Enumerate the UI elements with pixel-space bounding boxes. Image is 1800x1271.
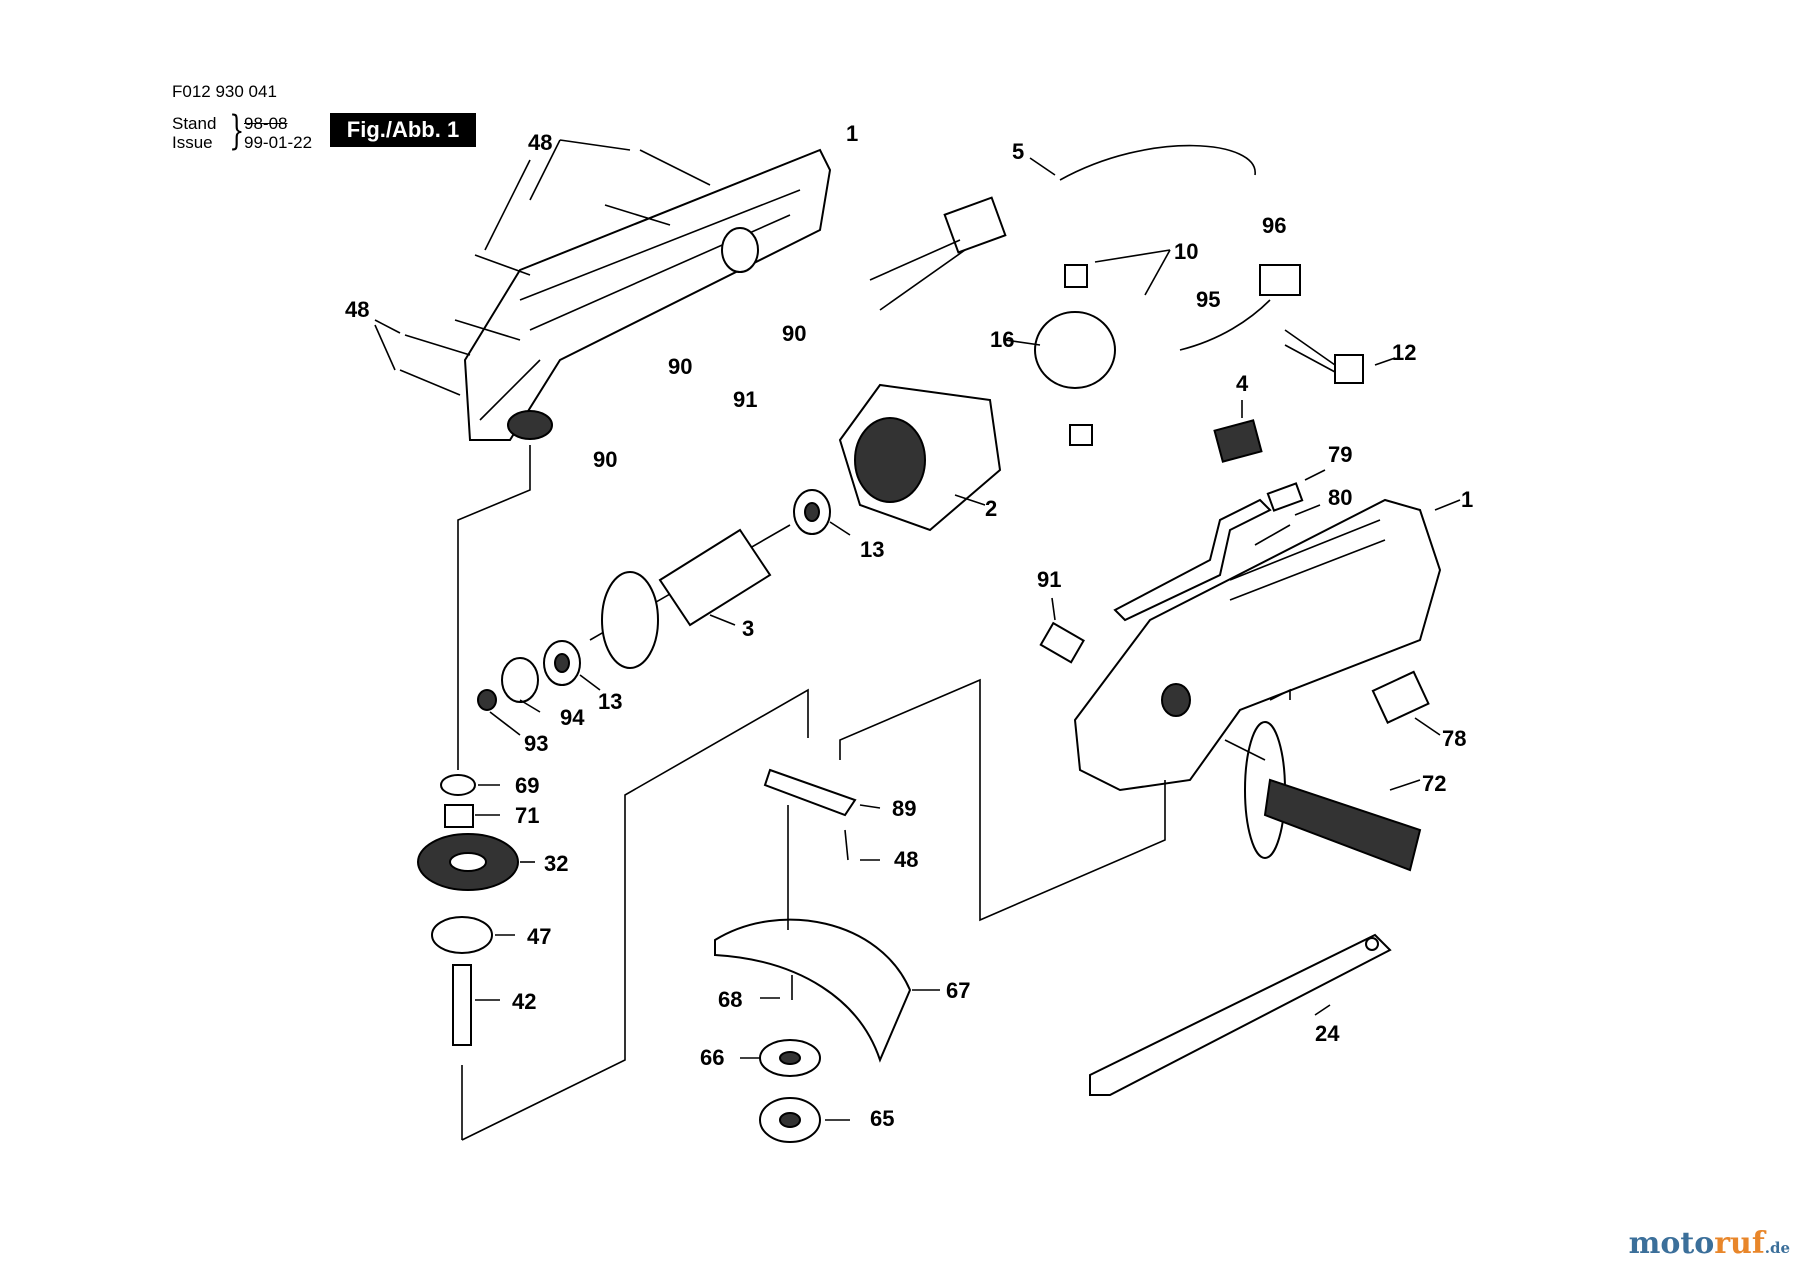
callout-72: 72 bbox=[1422, 771, 1447, 796]
callout-5-cord: 5 bbox=[1012, 139, 1025, 164]
callout-67: 67 bbox=[946, 978, 971, 1003]
watermark-logo: motoruf.de bbox=[1629, 1226, 1790, 1261]
callout-48-top: 48 bbox=[528, 130, 553, 155]
connector-drawing bbox=[1179, 264, 1396, 384]
side-handle-drawing bbox=[1224, 721, 1422, 872]
callout-94: 94 bbox=[560, 705, 585, 730]
issue-date: 99-01-22 bbox=[244, 133, 313, 152]
callout-65: 65 bbox=[870, 1106, 895, 1131]
watermark-suffix: .de bbox=[1764, 1239, 1790, 1257]
spanner-drawing bbox=[1089, 933, 1392, 1096]
armature-drawing bbox=[589, 524, 791, 669]
callout-71: 71 bbox=[515, 803, 540, 828]
assembly-lines bbox=[457, 445, 1291, 1141]
gear-stack-drawing bbox=[417, 774, 535, 1046]
callout-91-left: 91 bbox=[733, 387, 758, 412]
power-cord-drawing bbox=[869, 144, 1256, 311]
wheel-guard-drawing bbox=[714, 918, 940, 1063]
figure-number: F012 930 041 bbox=[172, 82, 277, 101]
callout-48-bottom: 48 bbox=[894, 847, 919, 872]
callout-3: 3 bbox=[742, 616, 755, 641]
callout-95: 95 bbox=[1196, 287, 1221, 312]
callout-90-lower: 90 bbox=[593, 447, 618, 472]
callout-24: 24 bbox=[1315, 1021, 1340, 1046]
bearings-drawing bbox=[543, 489, 851, 691]
stator-drawing bbox=[838, 383, 1002, 532]
callout-16: 16 bbox=[990, 327, 1015, 352]
knob-drawing bbox=[1039, 597, 1085, 664]
switch-drawing bbox=[1213, 400, 1263, 463]
flange-drawing bbox=[763, 768, 881, 861]
spindle-lock-button-drawing bbox=[1371, 670, 1441, 736]
housing-right-drawing bbox=[1073, 498, 1461, 792]
callout-91-right: 91 bbox=[1037, 567, 1062, 592]
lock-lever-drawing bbox=[1113, 469, 1326, 622]
callout-89: 89 bbox=[892, 796, 917, 821]
callout-68: 68 bbox=[718, 987, 743, 1012]
callout-90-upper: 90 bbox=[782, 321, 807, 346]
issue-label: Issue bbox=[172, 133, 213, 152]
flange-nuts-drawing bbox=[740, 975, 850, 1143]
callout-90-middle: 90 bbox=[668, 354, 693, 379]
callout-13-upper: 13 bbox=[860, 537, 885, 562]
callout-93: 93 bbox=[524, 731, 549, 756]
callout-48-left: 48 bbox=[345, 297, 370, 322]
callout-78: 78 bbox=[1442, 726, 1467, 751]
callout-10: 10 bbox=[1174, 239, 1199, 264]
watermark-main-a: moto bbox=[1628, 1226, 1715, 1261]
callout-32: 32 bbox=[544, 851, 569, 876]
callout-66: 66 bbox=[700, 1045, 725, 1070]
watermark-main-b: ruf bbox=[1714, 1226, 1765, 1261]
callout-1-right-housing: 1 bbox=[1461, 487, 1474, 512]
brush-holder-drawing bbox=[1004, 249, 1171, 446]
callout-79: 79 bbox=[1328, 442, 1353, 467]
figure-title: Fig./Abb. 1 bbox=[330, 113, 476, 147]
pinion-drawing bbox=[477, 657, 541, 736]
callout-4: 4 bbox=[1236, 371, 1249, 396]
callout-69: 69 bbox=[515, 773, 540, 798]
callout-13-lower: 13 bbox=[598, 689, 623, 714]
housing-left-drawing bbox=[463, 148, 832, 441]
callout-1-left-housing: 1 bbox=[846, 121, 859, 146]
callout-42: 42 bbox=[512, 989, 537, 1014]
stand-date: 98-08 bbox=[244, 114, 288, 133]
callout-2: 2 bbox=[985, 496, 998, 521]
callout-12: 12 bbox=[1392, 340, 1417, 365]
callout-96: 96 bbox=[1262, 213, 1287, 238]
callout-80: 80 bbox=[1328, 485, 1353, 510]
callout-47: 47 bbox=[527, 924, 552, 949]
screws-drawing bbox=[374, 139, 711, 396]
brace-icon: } bbox=[229, 108, 245, 154]
stand-label: Stand bbox=[172, 114, 217, 133]
